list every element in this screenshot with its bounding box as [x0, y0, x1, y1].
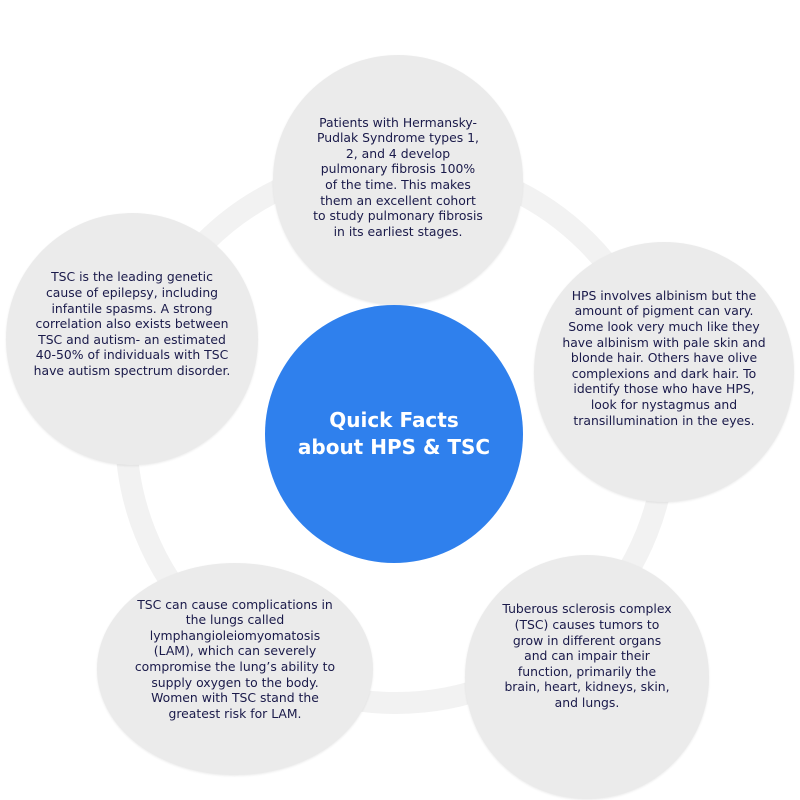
center-title: Quick Facts about HPS & TSC	[289, 407, 499, 461]
center-title-line-2: about HPS & TSC	[297, 435, 491, 459]
center-hub: Quick Facts about HPS & TSC	[265, 305, 523, 563]
fact-bubble-hps-albinism: HPS involves albinism but the amount of …	[534, 242, 794, 502]
fact-bubble-tsc-tumors: Tuberous sclerosis complex (TSC) causes …	[465, 555, 709, 799]
fact-bubble-tsc-lam: TSC can cause complications in the lungs…	[97, 563, 373, 775]
fact-text-tsc-epilepsy: TSC is the leading genetic cause of epil…	[33, 269, 231, 378]
fact-bubble-hps-fibrosis: Patients with Hermansky-Pudlak Syndrome …	[273, 55, 523, 305]
fact-text-tsc-tumors: Tuberous sclerosis complex (TSC) causes …	[502, 601, 672, 710]
fact-bubble-tsc-epilepsy: TSC is the leading genetic cause of epil…	[6, 213, 258, 465]
fact-text-hps-albinism: HPS involves albinism but the amount of …	[562, 287, 766, 428]
fact-text-hps-fibrosis: Patients with Hermansky-Pudlak Syndrome …	[313, 114, 483, 239]
fact-text-tsc-lam: TSC can cause complications in the lungs…	[134, 596, 336, 721]
center-title-line-1: Quick Facts	[329, 408, 459, 432]
